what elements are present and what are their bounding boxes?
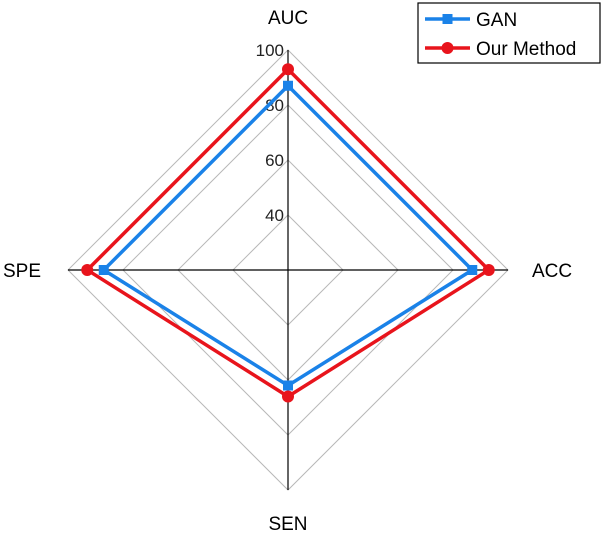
series [81, 63, 495, 403]
tick-label-60: 60 [265, 151, 284, 170]
point-sen [283, 380, 293, 391]
series-gan [98, 80, 478, 391]
point-spe [81, 264, 94, 276]
point-auc [283, 80, 293, 91]
axis-label-auc: AUC [268, 8, 308, 29]
point-sen [282, 390, 294, 403]
legend-entry: Our Method [425, 39, 576, 60]
axis-labels: AUC ACC SEN SPE [3, 8, 572, 535]
axis-label-sen: SEN [268, 514, 307, 535]
legend-label: GAN [476, 10, 517, 31]
point-acc [467, 265, 478, 275]
axis-label-spe: SPE [3, 261, 41, 282]
legend-label: Our Method [476, 39, 576, 60]
point-spe [98, 265, 109, 275]
legend-marker [441, 42, 454, 54]
legend-marker [442, 14, 453, 24]
axes [68, 50, 508, 490]
legend: GAN Our Method [417, 2, 601, 64]
axis-label-acc: ACC [532, 261, 572, 282]
tick-label-100: 100 [256, 41, 284, 60]
point-auc [282, 63, 294, 76]
tick-labels: 40 60 80 100 [256, 41, 284, 225]
legend-entry: GAN [425, 10, 517, 31]
series-our-method [81, 63, 495, 403]
point-acc [482, 264, 495, 276]
tick-label-80: 80 [265, 96, 284, 115]
tick-label-40: 40 [265, 206, 284, 225]
